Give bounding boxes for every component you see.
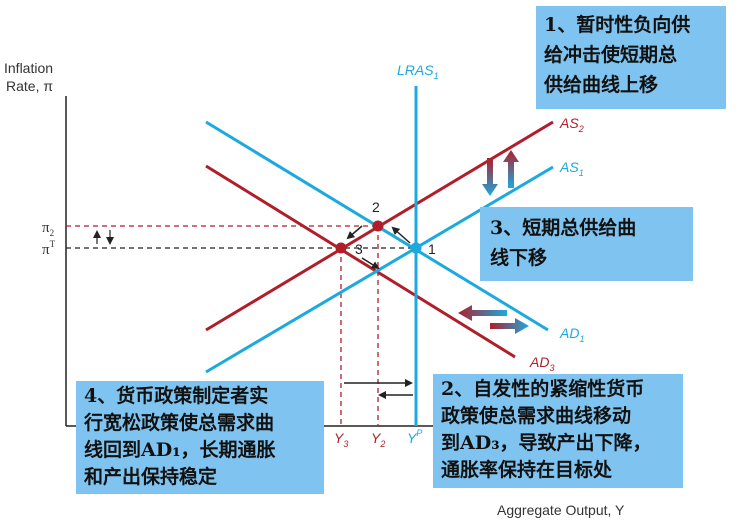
note-contractionary-line1: 2、自发性的紧缩性货币 [441,378,645,400]
y-tick-piT-main: π [42,242,50,258]
y-tick-piT: πT [42,239,56,258]
arrow-1-to-2 [391,226,411,244]
x-tick-y2-main: Y [371,430,382,446]
note-expansionary-line2: 行宽松政策使总需求曲 [84,412,275,434]
point-2-label: 2 [372,199,380,215]
lras1-label: LRAS1 [397,62,439,81]
as1-label-main: AS [559,159,579,175]
note-expansionary-line4: 和产出保持稳定 [84,466,218,488]
y-tick-pi2-main: π [42,220,50,236]
y-axis-label-line1: Inflation [4,60,53,76]
note-srас-down: 3、短期总供给曲 线下移 [480,207,693,281]
as1-label-sub: 1 [579,168,584,178]
as1-label: AS1 [559,159,584,178]
point-1-label: 1 [428,241,436,257]
x-axis-label: Aggregate Output, Y [497,502,625,518]
x-tick-y3-sub: 3 [343,439,348,449]
arrow-3-to-1 [361,257,380,270]
note-expansionary-policy: 4、货币政策制定者实 行宽松政策使总需求曲 线回到AD₁，长期通胀 和产出保持稳… [76,381,324,494]
note-contractionary-line4: 通胀率保持在目标处 [441,459,613,481]
ad-shift-left-arrow [458,305,507,321]
y-tick-piT-sup: T [50,239,56,249]
as-shift-up-arrow [503,150,519,188]
ad3-label: AD3 [529,354,554,373]
point-1-marker [410,242,422,254]
note-sras-down-line1: 3、短期总供给曲 [490,217,637,239]
x-tick-y2-sub: 2 [379,439,385,449]
note-supply-shock-line3: 供给曲线上移 [544,74,659,96]
note-contractionary-line3: 到AD₃，导致产出下降， [441,432,652,454]
as1-curve [205,165,554,374]
as-shift-down-arrow [482,158,498,196]
x-tick-y2: Y2 [371,430,385,449]
ad3-label-main: AD [529,354,549,370]
x-tick-y3-main: Y [334,430,345,446]
as2-label-main: AS [559,115,579,131]
arrow-2-to-3 [346,225,363,240]
note-expansionary-line1: 4、货币政策制定者实 [84,385,269,407]
lras1-label-main: LRAS [397,62,434,78]
point-3-label: 3 [355,241,363,257]
x-tick-yp: YP [407,428,422,446]
ad-shift-right-arrow [490,318,529,334]
x-tick-yp-main: Y [407,430,418,446]
point-3-marker [335,242,347,254]
note-sras-down-line2: 线下移 [490,247,548,269]
note-supply-shock-line2: 给冲击使短期总 [544,44,678,66]
note-supply-shock-line1: 1、暂时性负向供 [544,14,691,36]
lras1-label-sub: 1 [434,71,439,81]
y-tick-pi2: π2 [42,220,54,238]
note-contractionary-line2: 政策使总需求曲线移动 [441,405,632,427]
note-supply-shock: 1、暂时性负向供 给冲击使短期总 供给曲线上移 [536,6,726,109]
x-tick-y3: Y3 [334,430,348,449]
ad1-label-main: AD [559,325,579,341]
point-2-marker [372,220,384,232]
as2-label-sub: 2 [578,124,584,134]
note-expansionary-line3: 线回到AD₁，长期通胀 [84,439,276,461]
ad1-label: AD1 [559,325,584,344]
y-axis-label-line2: Rate, π [6,78,53,94]
note-contractionary-policy: 2、自发性的紧缩性货币 政策使总需求曲线移动 到AD₃，导致产出下降， 通胀率保… [433,374,683,488]
y-tick-pi2-sub: 2 [50,228,55,238]
ad3-curve [205,164,516,359]
ad3-label-sub: 3 [549,363,554,373]
as2-label: AS2 [559,115,584,134]
ad1-label-sub: 1 [579,334,584,344]
x-tick-yp-sup: P [416,428,422,438]
